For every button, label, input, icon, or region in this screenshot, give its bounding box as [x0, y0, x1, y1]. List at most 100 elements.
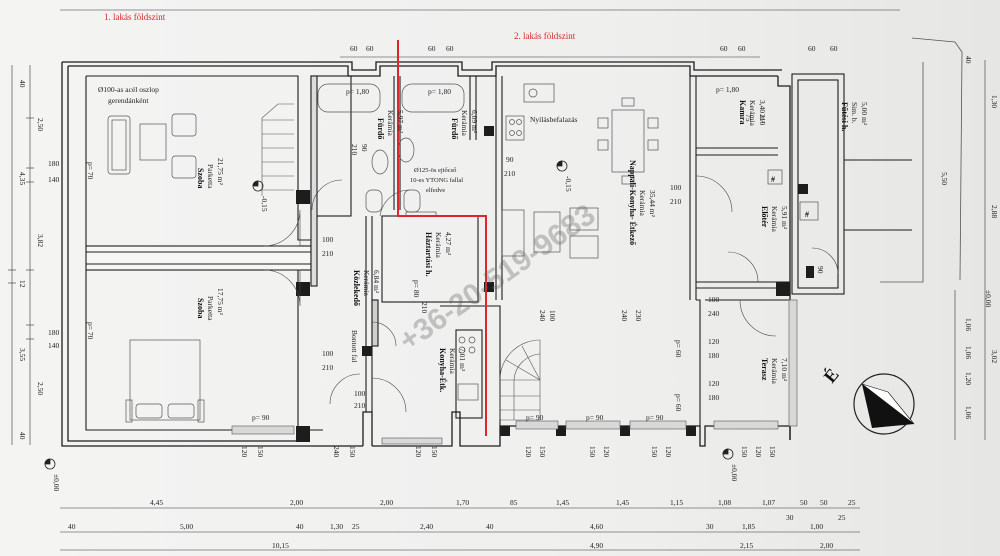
bottom-dim-row-2: 40 5,00 40 1,30 25 2,40 40 4,60 30 1,85 … [68, 513, 846, 531]
svg-text:2,88: 2,88 [990, 205, 999, 218]
svg-text:3,55: 3,55 [18, 348, 27, 361]
svg-text:90: 90 [816, 266, 825, 274]
notes: Ø100-as acél oszlop gerendánként Ø125-ös… [98, 85, 578, 362]
svg-text:150: 150 [348, 446, 357, 458]
svg-text:1,06: 1,06 [964, 346, 973, 359]
svg-text:Előtér: Előtér [760, 206, 769, 228]
bottom-dimension-lines [60, 507, 860, 551]
svg-text:240: 240 [620, 310, 629, 322]
svg-text:p= 70: p= 70 [86, 162, 95, 180]
svg-text:p= 1,80: p= 1,80 [428, 87, 451, 96]
header-flat-2: 2. lakás földszint [514, 31, 576, 41]
flat-divider [397, 40, 487, 436]
room-haztartasi: Háztartási h. Kerámia 4,27 m² [424, 232, 453, 276]
svg-text:120: 120 [524, 446, 533, 458]
svg-text:2,00: 2,00 [820, 541, 833, 550]
svg-text:60: 60 [366, 44, 374, 53]
svg-text:5,00 m²: 5,00 m² [860, 102, 869, 126]
svg-text:p= 90: p= 90 [586, 413, 604, 422]
svg-text:Terasz: Terasz [760, 358, 769, 381]
svg-text:5,91 m²: 5,91 m² [780, 206, 789, 230]
svg-text:180: 180 [48, 328, 60, 337]
svg-text:Kerámia: Kerámia [770, 206, 779, 232]
svg-text:elfedve: elfedve [426, 187, 445, 194]
svg-text:85: 85 [510, 498, 518, 507]
svg-text:140: 140 [48, 341, 60, 350]
svg-text:Kerámia: Kerámia [460, 110, 469, 136]
svg-text:100: 100 [548, 310, 557, 322]
svg-text:100: 100 [322, 235, 334, 244]
svg-text:25: 25 [838, 513, 846, 522]
svg-text:Kerámia: Kerámia [386, 110, 395, 136]
svg-text:±0,00: ±0,00 [52, 474, 61, 491]
left-dimension-labels: 40 2,50 180 140 4,35 3,82 12 180 140 3,5… [18, 80, 60, 440]
svg-text:2,15: 2,15 [740, 541, 753, 550]
svg-text:4,35: 4,35 [18, 172, 27, 185]
svg-text:Közlekedő: Közlekedő [352, 270, 361, 306]
svg-text:25: 25 [352, 522, 360, 531]
svg-text:6,09 m²: 6,09 m² [470, 110, 479, 134]
hash-symbols: # # [771, 175, 809, 219]
svg-text:100: 100 [354, 389, 366, 398]
svg-text:60: 60 [720, 44, 728, 53]
svg-text:Fürdő: Fürdő [376, 118, 385, 139]
room-kamra: Kamra Kerámia 3,40 m² [738, 100, 767, 126]
svg-text:1,85: 1,85 [742, 522, 755, 531]
svg-text:Sim. b.: Sim. b. [850, 102, 859, 124]
svg-text:40: 40 [486, 522, 494, 531]
top-dimension-line [60, 9, 900, 58]
svg-text:120: 120 [754, 446, 763, 458]
svg-text:17,75 m²: 17,75 m² [216, 288, 225, 316]
svg-text:Ø125-ös ejtőcső: Ø125-ös ejtőcső [414, 167, 456, 174]
phone-watermark: +36-20-519-9683 [393, 198, 601, 358]
room-szoba2: Szoba Parketta 17,75 m² [196, 288, 225, 321]
room-nappali: Nappali-Konyha- Étkező Kerámia 35,44 m² [628, 160, 657, 245]
wall-piers [296, 126, 814, 442]
room-furdo2: Fürdő Kerámia 6,09 m² [450, 110, 479, 139]
svg-text:3,82: 3,82 [36, 234, 45, 247]
room-kozlekedo: Közlekedő Kerámia 6,84 m² [352, 270, 381, 306]
svg-text:Kerámia: Kerámia [638, 190, 647, 216]
svg-text:1,45: 1,45 [556, 498, 569, 507]
svg-text:p= 90: p= 90 [252, 413, 270, 422]
svg-text:4,60: 4,60 [590, 522, 603, 531]
svg-text:25: 25 [848, 498, 856, 507]
svg-text:5,00: 5,00 [180, 522, 193, 531]
svg-text:60: 60 [446, 44, 454, 53]
header-flat-1: 1. lakás földszint [104, 12, 166, 22]
svg-text:±0,00: ±0,00 [984, 290, 993, 307]
svg-text:150: 150 [768, 446, 777, 458]
svg-text:2,00: 2,00 [290, 498, 303, 507]
svg-text:210: 210 [806, 266, 815, 278]
svg-text:3,02: 3,02 [990, 350, 999, 363]
svg-text:1,08: 1,08 [718, 498, 731, 507]
svg-text:120: 120 [708, 337, 720, 346]
svg-text:gerendánként: gerendánként [108, 96, 149, 105]
svg-text:4,27 m²: 4,27 m² [444, 232, 453, 256]
svg-text:210: 210 [322, 363, 334, 372]
svg-text:1,45: 1,45 [616, 498, 629, 507]
svg-text:240: 240 [708, 309, 720, 318]
sheet-edge [880, 37, 963, 283]
svg-text:1,06: 1,06 [964, 318, 973, 331]
svg-text:60: 60 [808, 44, 816, 53]
svg-text:12: 12 [18, 280, 27, 288]
spiral-stair [499, 339, 541, 421]
door-swings [263, 175, 839, 413]
svg-text:240: 240 [332, 446, 341, 458]
svg-text:Fűtési h.: Fűtési h. [840, 102, 849, 131]
svg-text:-0,15: -0,15 [260, 196, 269, 212]
svg-text:150: 150 [430, 446, 439, 458]
svg-text:210: 210 [670, 197, 682, 206]
svg-text:40: 40 [68, 522, 76, 531]
svg-text:180: 180 [708, 351, 720, 360]
svg-text:40: 40 [964, 56, 973, 64]
right-dimension-labels: 40 1,30 5,50 2,88 1,06 3,02 1,06 1,20 1,… [940, 56, 999, 419]
svg-text:35,44 m²: 35,44 m² [648, 190, 657, 218]
svg-text:Szoba: Szoba [196, 168, 205, 188]
svg-text:150: 150 [256, 446, 265, 458]
svg-text:50: 50 [820, 498, 828, 507]
svg-text:30: 30 [706, 522, 714, 531]
svg-text:1,07: 1,07 [762, 498, 775, 507]
svg-text:90: 90 [360, 144, 369, 152]
